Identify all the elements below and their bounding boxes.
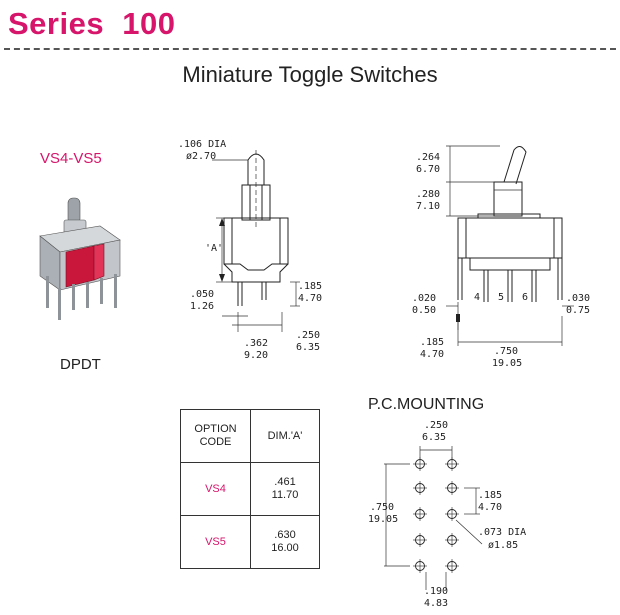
option-code-vs5: VS5 [205,535,226,548]
pc-top-in: .250 [424,420,448,431]
pc-hole [445,533,459,547]
front-pin-len-in: .185 [298,281,322,292]
title-divider [4,48,616,50]
side-left-mm: 0.50 [412,305,436,316]
pc-hole [413,559,427,573]
dim-a-vs4: .461 11.70 [251,463,319,515]
pc-mounting-dims [384,446,483,590]
table-row-divider [181,515,319,516]
side-length-mm: 19.05 [492,358,522,369]
side-pin-label-5: 5 [498,292,504,303]
header-dim-a: DIM.'A' [267,429,303,442]
front-pin-space-mm: 6.35 [296,342,320,353]
dim-a-vs4-in: .461 [274,476,296,488]
front-pin-space-in: .250 [296,330,320,341]
pc-hole-mm: ø1.85 [488,540,518,551]
series-title: Series 100 [8,6,176,41]
option-code-vs4: VS4 [205,482,226,495]
pc-hole [445,559,459,573]
front-dia-mm: ø2.70 [186,151,216,162]
side-view-drawing [446,145,574,346]
pc-hole [445,507,459,521]
switch-product-image [39,197,121,320]
pc-hole [445,481,459,495]
pc-bottom-in: .190 [424,586,448,597]
pc-hole [413,507,427,521]
side-bushing-in: .280 [416,189,440,200]
side-pin-label-4: 4 [474,292,480,303]
side-right-mm: 0.75 [566,305,590,316]
page-subtitle: Miniature Toggle Switches [182,62,438,87]
table-column-divider [250,410,251,568]
pc-row-mm: 4.70 [478,502,502,513]
table-header-divider [181,462,319,463]
pc-bottom-mm: 4.83 [424,598,448,609]
pc-top-mm: 6.35 [422,432,446,443]
dim-a-vs5: .630 16.00 [251,516,319,568]
front-width-in: .362 [244,338,268,349]
front-width-mm: 9.20 [244,350,268,361]
front-dia-in: .106 DIA [178,139,226,150]
front-pitch-in: .050 [190,289,214,300]
pc-row-in: .185 [478,490,502,501]
side-lever-in: .264 [416,152,440,163]
front-view-drawing [212,150,300,332]
pc-mounting-holes [413,457,459,573]
side-lever-mm: 6.70 [416,164,440,175]
pc-hole-in: .073 DIA [478,527,526,538]
dim-a-vs4-mm: 11.70 [271,489,299,501]
pc-hole [413,533,427,547]
model-label: VS4-VS5 [40,150,102,167]
pc-hole [413,481,427,495]
side-pin-label-6: 6 [522,292,528,303]
side-right-in: .030 [566,293,590,304]
pc-mounting-title: P.C.MOUNTING [368,396,485,413]
dim-a-vs5-mm: 16.00 [271,542,299,554]
option-table: OPTION CODE DIM.'A' VS4 .461 11.70 VS5 .… [180,409,320,569]
side-length-in: .750 [494,346,518,357]
side-left-in: .020 [412,293,436,304]
pc-length-mm: 19.05 [368,514,398,525]
front-pin-len-mm: 4.70 [298,293,322,304]
side-bushing-mm: 7.10 [416,201,440,212]
pole-type-label: DPDT [60,356,101,373]
dim-a-vs5-in: .630 [274,529,296,541]
side-pin-in: .185 [420,337,444,348]
header-option-code: OPTION CODE [194,423,237,448]
front-pitch-mm: 1.26 [190,301,214,312]
front-dim-a: 'A' [205,243,223,254]
side-pin-mm: 4.70 [420,349,444,360]
pc-length-in: .750 [370,502,394,513]
